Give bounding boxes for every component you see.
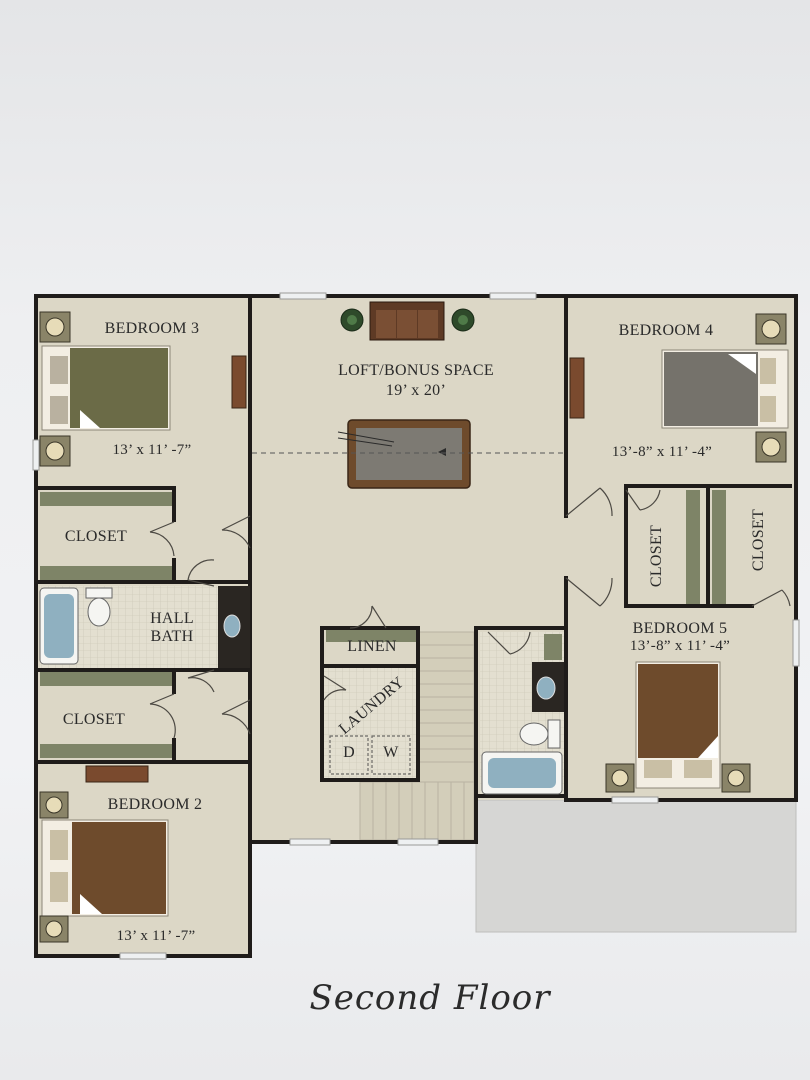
- bed-bedroom3: [41, 345, 171, 431]
- porch-roof: [475, 799, 797, 933]
- pool-table-icon: [337, 419, 471, 489]
- bed-bedroom5: [635, 661, 721, 789]
- room-name-closet-lower: CLOSET: [62, 711, 126, 728]
- bed-bedroom2: [41, 819, 169, 917]
- lamp-shade: [45, 317, 781, 938]
- room-name-closet-upper: CLOSET: [64, 528, 128, 545]
- washer-label: W: [383, 744, 399, 761]
- room-name-linen: LINEN: [347, 638, 397, 655]
- room-size-bedroom2: 13’ x 11’ -7”: [116, 928, 196, 944]
- stairs: [359, 631, 475, 841]
- floor-caption: Second Floor: [309, 978, 551, 1018]
- room-name-closet-b4-right: CLOSET: [750, 508, 768, 572]
- room-name-loft: LOFT/BONUS SPACE: [338, 362, 494, 379]
- room-size-loft: 19’ x 20’: [385, 382, 447, 399]
- room-name-bedroom2: BEDROOM 2: [107, 796, 203, 813]
- closet-shelves: [40, 490, 726, 758]
- room-size-bedroom4: 13’-8” x 11’ -4”: [611, 444, 713, 460]
- room-name-bedroom4: BEDROOM 4: [618, 322, 714, 339]
- washer-dryer: [329, 735, 411, 775]
- sofa: [369, 301, 445, 341]
- room-name-hall-bath-line2: BATH: [150, 628, 194, 645]
- room-name-bedroom3: BEDROOM 3: [104, 320, 200, 337]
- room-size-bedroom3: 13’ x 11’ -7”: [112, 442, 192, 458]
- dressers: [85, 355, 585, 783]
- room-name-closet-b4-left: CLOSET: [648, 524, 666, 588]
- bed-bedroom4: [661, 349, 789, 429]
- hall-bath-fixtures: [39, 586, 250, 668]
- room-name-bedroom5: BEDROOM 5: [632, 620, 728, 637]
- bath-fixtures: [481, 634, 564, 795]
- doors: [149, 487, 791, 739]
- plant-icon: [340, 308, 475, 332]
- windows: [32, 292, 800, 960]
- dryer-label: D: [343, 744, 355, 761]
- room-name-hall-bath-line1: HALL: [150, 610, 194, 627]
- room-size-bedroom5: 13’-8” x 11’ -4”: [629, 638, 731, 654]
